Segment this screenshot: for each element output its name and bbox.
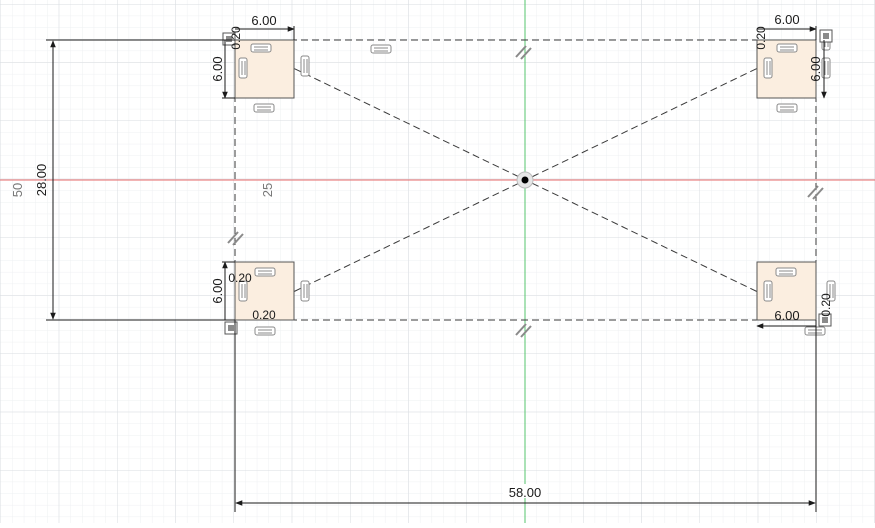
dimension-pad-tl-width[interactable]: 6.00 [235, 13, 295, 40]
dimension-pad-bl-offset-x[interactable]: 0.20 [252, 308, 276, 322]
vertical-constraint-icon[interactable] [300, 55, 310, 77]
svg-text:6.00: 6.00 [774, 12, 799, 27]
horizontal-constraint-icon[interactable] [775, 267, 797, 277]
horizontal-constraint-icon[interactable] [254, 326, 276, 336]
horizontal-constraint-icon[interactable] [370, 44, 392, 54]
dimension-pad-br-width[interactable]: 6.00 [756, 308, 816, 329]
vertical-constraint-icon[interactable] [821, 57, 831, 79]
vertical-constraint-icon[interactable] [238, 57, 248, 79]
driven-dimension-half-width[interactable]: 25 [260, 183, 275, 197]
dimension-overall-width[interactable]: 58.00 [234, 320, 817, 512]
horizontal-constraint-icon[interactable] [776, 43, 798, 53]
vertical-constraint-icon[interactable] [300, 280, 310, 302]
dimension-pad-br-offset[interactable]: 0.20 [819, 293, 833, 317]
horizontal-constraint-icon[interactable] [250, 43, 272, 53]
dimension-pad-tr-height[interactable]: 6.00 [808, 40, 827, 99]
origin-point[interactable] [521, 176, 529, 184]
svg-text:6.00: 6.00 [774, 308, 799, 323]
driven-dimension-height[interactable]: 50 [10, 183, 25, 197]
horizontal-constraint-icon[interactable] [804, 326, 826, 336]
vertical-constraint-icon[interactable] [763, 57, 773, 79]
coincident-constraint-icon[interactable] [819, 29, 833, 43]
dimension-pad-tr-offset[interactable]: 0.20 [754, 26, 768, 50]
svg-text:6.00: 6.00 [251, 13, 276, 28]
dimension-pad-tl-height[interactable]: 6.00 [210, 40, 235, 99]
horizontal-constraint-icon[interactable] [254, 267, 276, 277]
dimension-text: 28.00 [34, 164, 49, 197]
horizontal-constraint-icon[interactable] [253, 103, 275, 113]
dimension-pad-bl-height[interactable]: 6.00 [210, 261, 235, 320]
dimension-pad-bl-offset-y[interactable]: 0.20 [228, 271, 252, 285]
vertical-constraint-icon[interactable] [763, 280, 773, 302]
dimension-pad-tl-offset[interactable]: 0.20 [229, 26, 243, 50]
dimension-pad-tr-width[interactable]: 6.00 [757, 12, 817, 40]
horizontal-constraint-icon[interactable] [776, 103, 798, 113]
svg-text:6.00: 6.00 [808, 56, 823, 81]
svg-text:6.00: 6.00 [210, 56, 225, 81]
svg-text:6.00: 6.00 [210, 278, 225, 303]
dimension-overall-height[interactable]: 28.00 [34, 39, 235, 321]
dimension-text: 58.00 [509, 485, 542, 500]
